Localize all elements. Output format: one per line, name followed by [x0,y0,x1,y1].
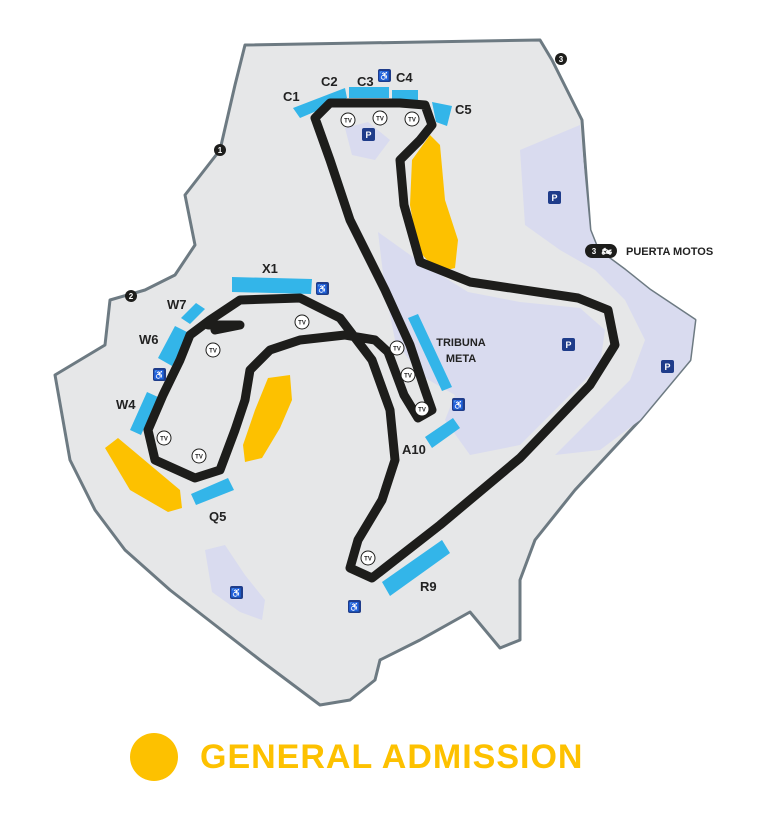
wheelchair-icon: ♿ [153,368,166,381]
wheelchair-icon: ♿ [230,586,243,599]
label-w4: W4 [116,397,136,412]
tv-camera-icon: TV [340,112,356,128]
grandstand-c5 [432,102,452,126]
svg-text:♿: ♿ [317,283,328,294]
wheelchair-icon: ♿ [378,69,391,82]
grandstands [130,87,460,596]
label-x1: X1 [262,261,278,276]
wheelchair-icon: ♿ [316,282,329,295]
tv-camera-icon: TV [205,342,221,358]
label-a10: A10 [402,442,426,457]
svg-text:TV: TV [209,349,217,355]
motorcycle-icon: 🏍 [601,247,613,256]
gate-3-marker: 3 [555,53,567,65]
paddock-zone [378,232,605,455]
tv-camera-icon: TV [156,430,172,446]
tv-camera-icon: TV [360,550,376,566]
label-r9: R9 [420,579,437,594]
grandstand-x1 [232,277,312,294]
grandstand-labels: C1 C2 C3 C4 C5 X1 W7 W6 W4 Q5 TRIBUNA ME… [116,70,486,594]
gate-markers: 1 2 3 3 🏍 PUERTA MOTOS [125,53,713,302]
legend: GENERAL ADMISSION [130,733,583,781]
grandstand-w7 [181,303,205,324]
grandstand-c1 [293,88,347,118]
label-c5: C5 [455,102,472,117]
puerta-motos-marker: 3 🏍 [585,244,617,258]
svg-text:TV: TV [160,437,168,443]
grandstand-w6 [158,326,189,366]
label-c3: C3 [357,74,374,89]
svg-text:TV: TV [364,557,372,563]
grandstand-tribuna-meta [408,314,452,391]
svg-text:3: 3 [559,55,564,64]
grandstand-q5 [191,478,234,505]
svg-text:TV: TV [393,347,401,353]
general-admission-swatch [130,733,178,781]
svg-text:P: P [551,193,557,203]
tv-camera-icon: TV [400,367,416,383]
svg-text:TV: TV [344,119,352,125]
general-admission-zone-west [105,438,182,512]
label-tribuna: TRIBUNA [436,337,486,349]
svg-text:♿: ♿ [349,601,360,612]
svg-text:♿: ♿ [453,399,464,410]
tv-camera-icon: TV [404,111,420,127]
tv-camera-icon: TV [191,448,207,464]
grandstand-c2 [349,87,389,98]
wheelchair-icon: ♿ [348,600,361,613]
gate-1-marker: 1 [214,144,226,156]
svg-text:3: 3 [592,247,597,256]
label-w7: W7 [167,297,187,312]
general-admission-label: GENERAL ADMISSION [200,737,584,776]
parking-icon: P [661,360,674,373]
parking-icon: P [548,191,561,204]
wheelchair-icon: ♿ [452,398,465,411]
svg-text:2: 2 [129,292,134,301]
label-c2: C2 [321,74,338,89]
svg-text:P: P [565,340,571,350]
svg-text:1: 1 [218,146,223,155]
east-parking-zone [520,125,695,455]
svg-text:♿: ♿ [379,70,390,81]
tv-camera-icon: TV [414,401,430,417]
label-c4: C4 [396,70,413,85]
grandstand-w4 [130,392,158,435]
general-admission-zone-inner [243,375,292,462]
grandstand-c4 [392,90,418,100]
label-w6: W6 [139,332,159,347]
svg-text:TV: TV [376,117,384,123]
svg-text:TV: TV [408,118,416,124]
tv-camera-icon: TV [294,314,310,330]
svg-text:TV: TV [418,408,426,414]
grandstand-a10 [425,418,460,448]
tv-camera-icon: TV [389,340,405,356]
svg-text:P: P [664,362,670,372]
south-zone [205,545,265,620]
tv-cameras: TV TV TV TV TV TV TV TV TV TV TV [156,110,430,566]
svg-text:TV: TV [404,374,412,380]
label-q5: Q5 [209,509,226,524]
grandstand-r9 [382,540,450,596]
puerta-motos-label: PUERTA MOTOS [626,246,713,258]
accessible-parking-icon: P [562,338,575,351]
race-track [143,98,620,583]
parking-icons: P P P P [362,128,674,373]
svg-text:TV: TV [298,321,306,327]
svg-text:♿: ♿ [154,369,165,380]
accessibility-icons: ♿ ♿ ♿ ♿ ♿ ♿ [153,69,465,613]
accessible-parking-icon: P [362,128,375,141]
label-c1: C1 [283,89,300,104]
svg-text:P: P [365,130,371,140]
svg-text:TV: TV [195,455,203,461]
label-meta: META [446,353,476,365]
tv-camera-icon: TV [372,110,388,126]
gate-2-marker: 2 [125,290,137,302]
svg-text:♿: ♿ [231,587,242,598]
general-admission-zone-c [410,135,458,272]
